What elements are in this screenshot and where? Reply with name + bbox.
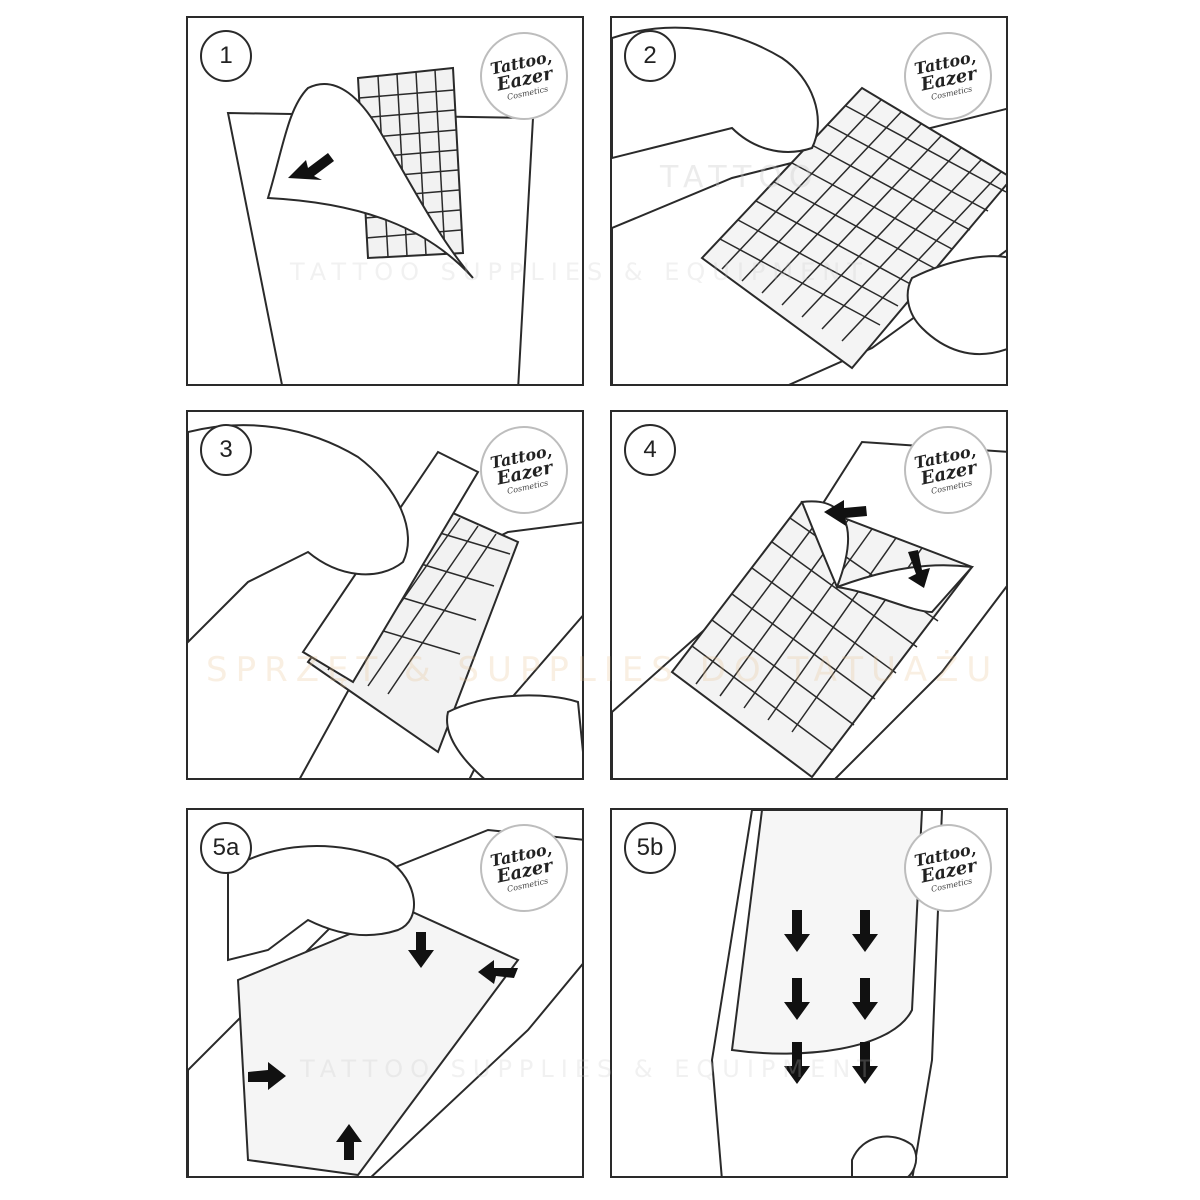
illustration-smooth-down — [710, 810, 944, 1176]
panel-step-5b: 5b Tattoo, Eazer Cosmetics — [610, 808, 1008, 1178]
illustration-peel-corners — [612, 440, 1006, 778]
illustration-remove-strip — [188, 424, 582, 778]
step-badge: 5a — [200, 822, 252, 874]
panel-step-2: 2 Tattoo, Eazer Cosmetics — [610, 16, 1008, 386]
panel-step-1: 1 Tattoo, Eazer Cosmetics — [186, 16, 584, 386]
panel-step-3: 3 Tattoo, Eazer Cosmetics — [186, 410, 584, 780]
panel-step-5a: 5a Tattoo, Eazer Cosmetics — [186, 808, 584, 1178]
illustration-peel-liner — [226, 66, 535, 384]
step-badge: 3 — [200, 424, 252, 476]
press-arrows — [784, 910, 878, 1084]
step-badge: 2 — [624, 30, 676, 82]
illustration-press-edges — [188, 828, 582, 1176]
step-badge: 1 — [200, 30, 252, 82]
step-badge: 5b — [624, 822, 676, 874]
panel-step-4: 4 Tattoo, Eazer Cosmetics — [610, 410, 1008, 780]
step-badge: 4 — [624, 424, 676, 476]
